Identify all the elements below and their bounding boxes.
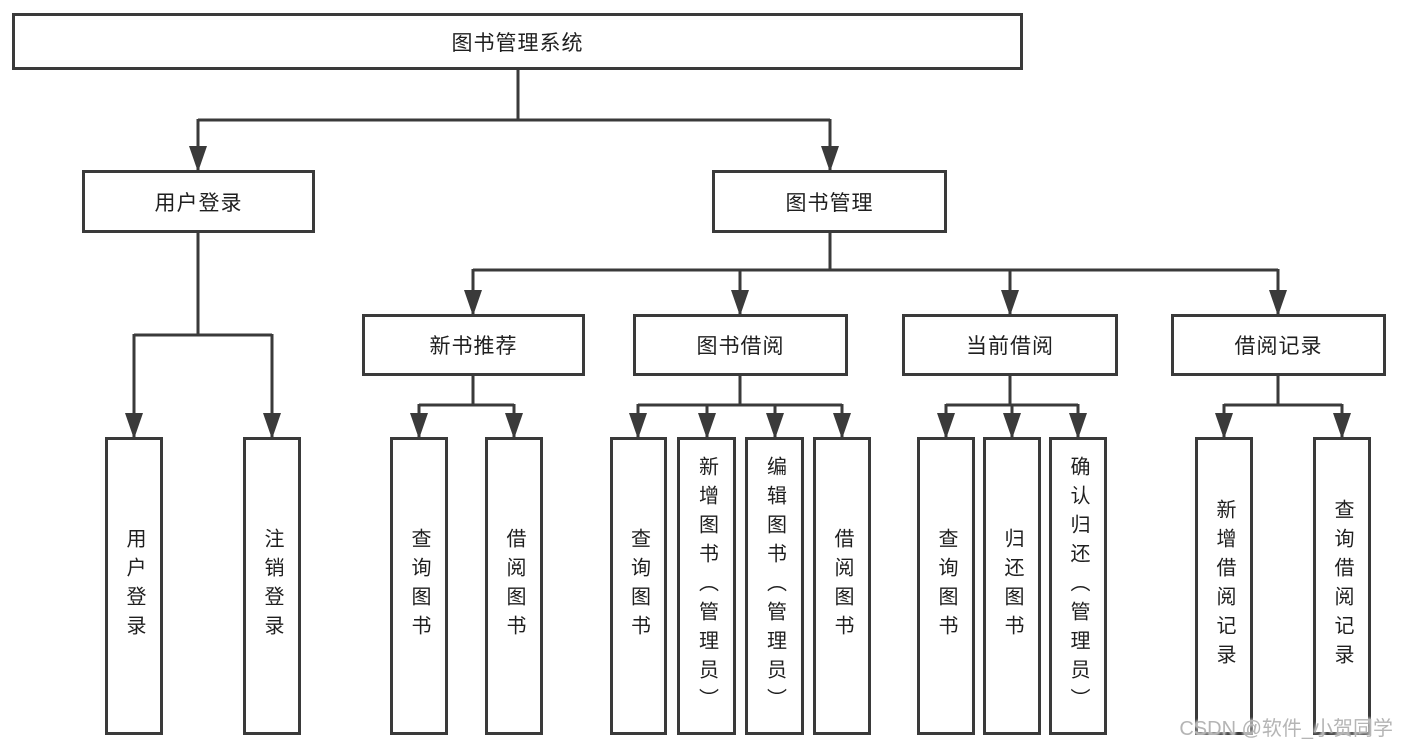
node-bb-query-books: 查询图书 [610,437,667,735]
node-label: 图书借阅 [696,335,785,358]
node-label: 新增图书（管理员） [695,455,718,717]
node-new-book-recommend: 新书推荐 [362,314,585,376]
node-label: 图书管理 [785,191,874,215]
node-br-add-borrow-record: 新增借阅记录 [1195,437,1253,735]
node-user-login-leaf: 用户登录 [105,437,163,735]
node-br-query-borrow-record: 查询借阅记录 [1313,437,1371,735]
node-label: 查询图书 [627,528,650,644]
node-label: 查询借阅记录 [1331,499,1353,673]
node-label: 编辑图书（管理员） [763,455,786,717]
node-cb-confirm-return-admin: 确认归还（管理员） [1049,437,1107,735]
node-label: 借阅图书 [503,528,525,644]
node-label: 注销登录 [261,528,283,644]
watermark-csdn: CSDN @软件_小贺同学 [1179,718,1393,740]
node-label: 借阅记录 [1234,335,1323,358]
node-label: 查询图书 [408,528,430,644]
node-user-login: 用户登录 [82,170,315,233]
node-label: 确认归还（管理员） [1067,455,1089,717]
node-bb-add-books-admin: 新增图书（管理员） [677,437,736,735]
node-cb-query-books: 查询图书 [917,437,975,735]
node-label: 借阅图书 [831,528,853,644]
node-borrowing-records: 借阅记录 [1171,314,1386,376]
node-label: 归还图书 [1001,528,1023,644]
node-label: 用户登录 [154,191,243,215]
node-label: 新书推荐 [429,335,518,358]
node-nbr-borrow-books: 借阅图书 [485,437,543,735]
node-label: 当前借阅 [966,335,1054,358]
node-nbr-query-books: 查询图书 [390,437,448,735]
node-label: 用户登录 [123,528,145,644]
node-label: 新增借阅记录 [1213,499,1235,673]
node-bb-borrow-books: 借阅图书 [813,437,871,735]
node-current-borrowing: 当前借阅 [902,314,1118,376]
node-library-management-system: 图书管理系统 [12,13,1023,70]
node-label: 查询图书 [935,528,957,644]
node-book-management: 图书管理 [712,170,947,233]
node-bb-edit-books-admin: 编辑图书（管理员） [745,437,804,735]
node-book-borrowing: 图书借阅 [633,314,848,376]
node-logout: 注销登录 [243,437,301,735]
node-label: 图书管理系统 [451,31,584,55]
node-cb-return-books: 归还图书 [983,437,1041,735]
